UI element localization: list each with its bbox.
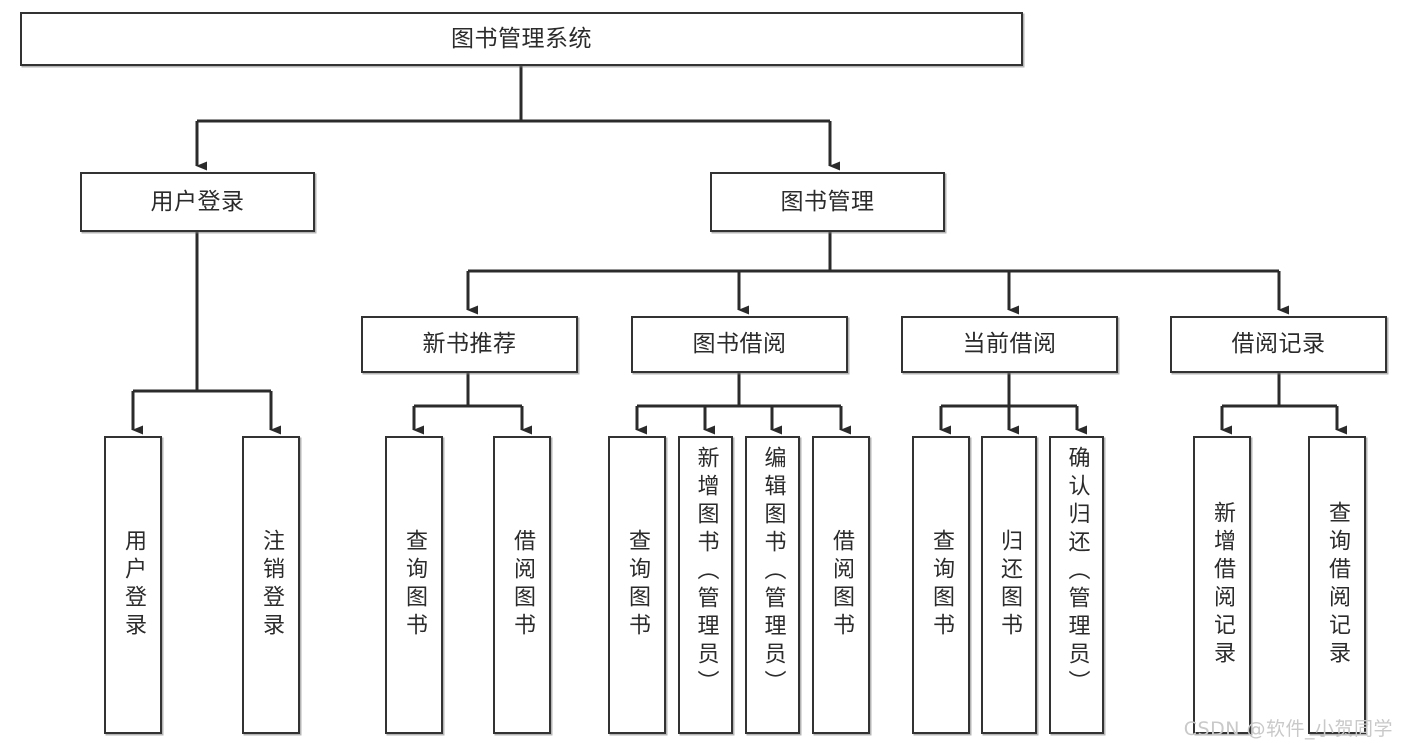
node-label: 用户登录	[121, 529, 146, 641]
node-label: 归还图书	[997, 529, 1022, 641]
leaf-new-book-borrow-book[interactable]: 借阅图书	[493, 436, 551, 734]
node-label: 新书推荐	[422, 331, 517, 358]
node-label: 借阅图书	[510, 529, 535, 641]
leaf-user-login-logout[interactable]: 注销登录	[242, 436, 300, 734]
node-label: 用户登录	[150, 188, 245, 215]
leaf-borrow-record-query-record[interactable]: 查询借阅记录	[1308, 436, 1366, 734]
node-label: 新增借阅记录	[1210, 501, 1235, 669]
node-new-book-recommend[interactable]: 新书推荐	[361, 316, 578, 373]
node-borrow-record[interactable]: 借阅记录	[1170, 316, 1387, 373]
node-label: 新增图书（管理员）	[693, 446, 719, 698]
leaf-book-borrow-query-book[interactable]: 查询图书	[608, 436, 666, 734]
node-label: 图书管理	[780, 188, 875, 215]
node-label: 图书管理系统	[451, 25, 592, 52]
leaf-current-borrow-return-book[interactable]: 归还图书	[981, 436, 1037, 734]
node-label: 查询图书	[929, 529, 954, 641]
leaf-book-borrow-add-book-admin[interactable]: 新增图书（管理员）	[678, 436, 733, 734]
leaf-current-borrow-query-book[interactable]: 查询图书	[912, 436, 970, 734]
node-current-borrow[interactable]: 当前借阅	[901, 316, 1118, 373]
node-root-book-management-system[interactable]: 图书管理系统	[20, 12, 1023, 66]
leaf-current-borrow-confirm-return-admin[interactable]: 确认归还（管理员）	[1049, 436, 1104, 734]
node-label: 当前借阅	[962, 331, 1057, 358]
node-label: 查询图书	[625, 529, 650, 641]
leaf-new-book-query-book[interactable]: 查询图书	[385, 436, 443, 734]
node-label: 确认归还（管理员）	[1064, 446, 1090, 698]
node-label: 编辑图书（管理员）	[760, 446, 786, 698]
leaf-user-login-login[interactable]: 用户登录	[104, 436, 162, 734]
node-label: 注销登录	[259, 529, 284, 641]
csdn-watermark: CSDN @软件_小贺同学	[1183, 718, 1393, 740]
leaf-book-borrow-edit-book-admin[interactable]: 编辑图书（管理员）	[745, 436, 800, 734]
leaf-borrow-record-add-record[interactable]: 新增借阅记录	[1193, 436, 1251, 734]
node-label: 借阅图书	[829, 529, 854, 641]
node-label: 图书借阅	[692, 331, 787, 358]
node-user-login[interactable]: 用户登录	[80, 172, 315, 232]
node-book-borrow[interactable]: 图书借阅	[631, 316, 848, 373]
node-label: 查询借阅记录	[1325, 501, 1350, 669]
node-label: 借阅记录	[1231, 331, 1326, 358]
leaf-book-borrow-borrow-book[interactable]: 借阅图书	[812, 436, 870, 734]
node-book-management[interactable]: 图书管理	[710, 172, 945, 232]
node-label: 查询图书	[402, 529, 427, 641]
